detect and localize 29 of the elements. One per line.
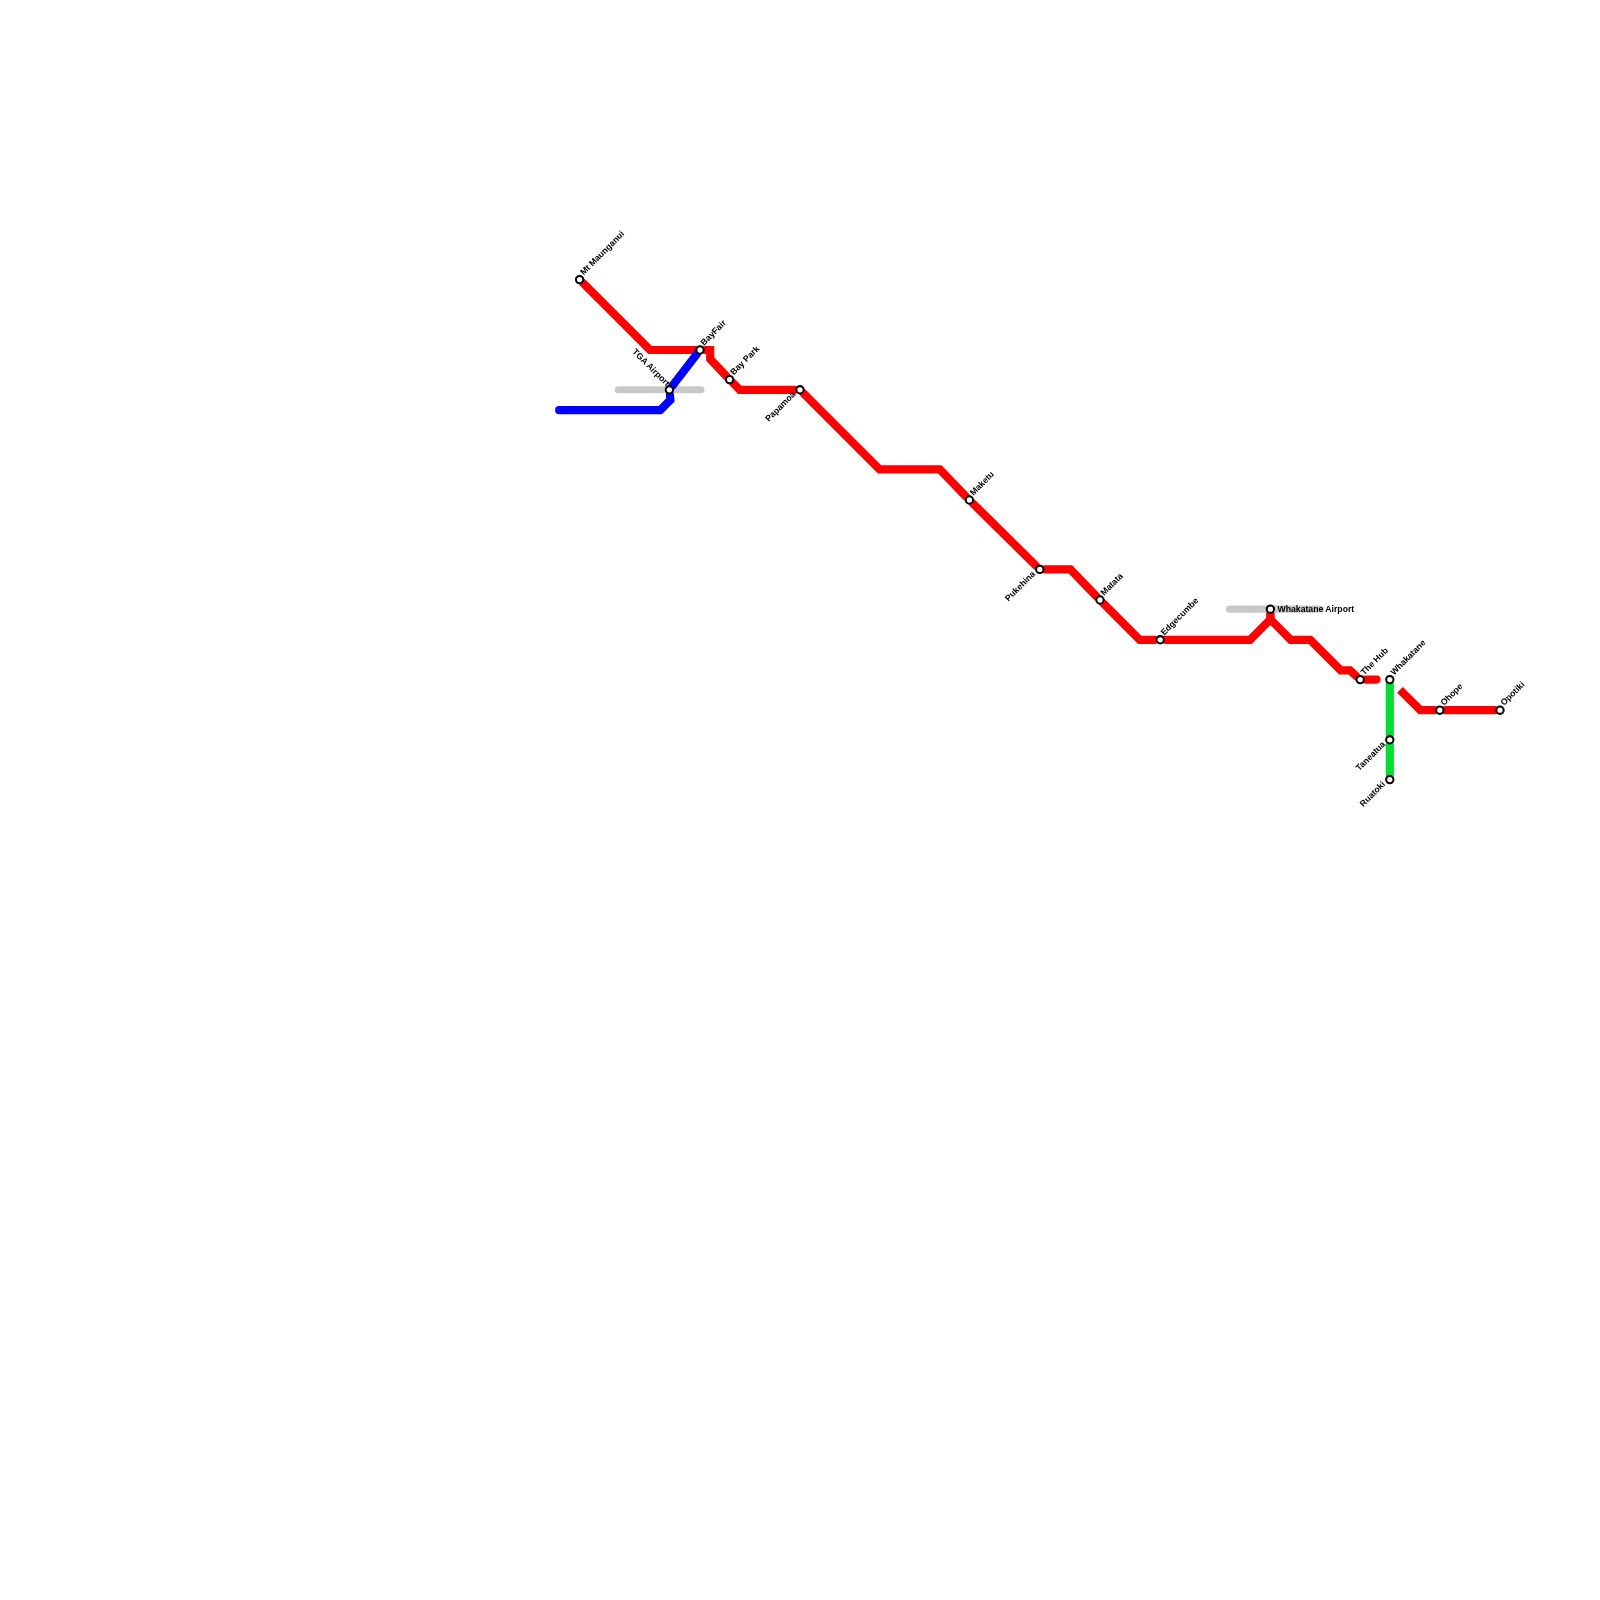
route-line: [1395, 685, 1439, 715]
route-line: [1385, 680, 1394, 739]
route-line: [968, 499, 1041, 570]
station: [630, 346, 675, 395]
station: [1355, 645, 1391, 685]
route-line: [799, 389, 970, 501]
station: [1155, 595, 1201, 645]
route-line: [579, 279, 699, 355]
station: [574, 228, 627, 285]
route-line: [1040, 565, 1101, 601]
station: [1357, 774, 1395, 809]
route-line: [1385, 740, 1394, 779]
route-line: [555, 390, 675, 415]
route-line: [668, 350, 702, 390]
route-line: [1440, 706, 1499, 715]
station: [1353, 735, 1395, 773]
station: [724, 343, 762, 385]
route-line: [1099, 599, 1160, 644]
station: [695, 317, 728, 355]
station: [1495, 679, 1527, 715]
route-line: [701, 345, 731, 380]
station: [763, 385, 805, 424]
station: [1002, 564, 1045, 604]
route-line: [1361, 675, 1381, 684]
station-name: Whakatane Airport: [1277, 604, 1355, 615]
station: [1435, 681, 1465, 715]
station: [964, 469, 996, 505]
route-line: [1266, 610, 1361, 681]
route-line: [729, 379, 799, 394]
